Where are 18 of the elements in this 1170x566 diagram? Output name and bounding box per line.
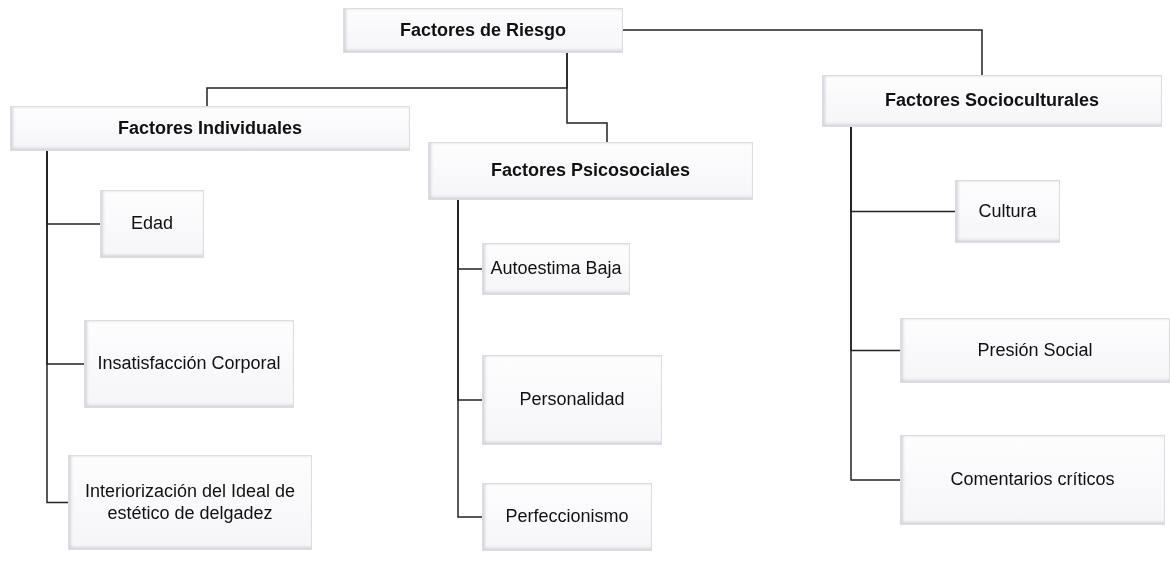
connector-line [46,150,69,504]
connector-line [622,29,983,76]
text-box: Edad [100,190,204,258]
text-box: Perfeccionismo [482,483,652,551]
connector-line [566,52,608,143]
text-box: Factores Individuales [10,106,410,151]
text-box: Cultura [955,180,1060,243]
text-box: Insatisfacción Corporal [84,320,294,408]
text-box: Factores Psicosociales [428,142,753,200]
text-box: Factores Socioculturales [822,75,1162,127]
connector-line [457,199,483,518]
text-box: Factores de Riesgo [343,8,623,53]
text-box: Autoestima Baja [482,243,630,295]
text-box: Interiorización del Ideal de estético de delgadez [68,455,312,550]
text-box: Comentarios críticos [900,435,1165,525]
text-box: Personalidad [482,355,662,445]
text-box: Presión Social [900,318,1170,383]
connector-line [850,126,901,481]
